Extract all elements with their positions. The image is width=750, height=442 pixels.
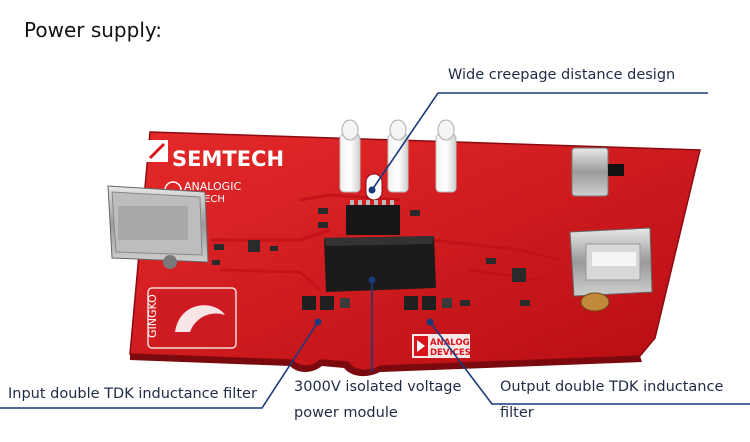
output-coil [580,292,610,312]
analog-devices-logo: ANALOG DEVICES [412,334,471,358]
output-inductors [404,296,452,310]
section-title: Power supply: [24,18,162,42]
power-module-label-line2: power module [294,405,398,421]
creepage-callout-line [371,92,708,191]
led-columns [339,119,457,193]
gingko-logo: GINGKO [146,287,237,349]
svg-text:GINGKO: GINGKO [146,294,159,338]
svg-text:ANALOG: ANALOG [430,338,470,348]
power-module [324,236,436,292]
semtech-logo: SEMTECH [146,140,284,171]
svg-text:TECH: TECH [197,194,225,205]
output-callout-line [429,321,750,405]
output-filter-label-line1: Output double TDK inductance [500,379,724,395]
slide-switch [571,147,624,197]
input-filter-label: Input double TDK inductance filter [8,386,257,402]
input-inductors [302,296,350,310]
power-module-label-line1: 3000V isolated voltage [294,379,462,395]
soic-chip [346,200,400,235]
usb-b-connector [107,185,209,269]
output-filter-label-line2: filter [500,405,534,421]
svg-text:DEVICES: DEVICES [430,348,471,358]
input-callout-line [0,321,319,409]
semtech-text: SEMTECH [172,147,284,171]
creepage-label: Wide creepage distance design [448,67,676,83]
callout-lines [0,92,750,409]
svg-text:ANALOGIC: ANALOGIC [184,180,241,193]
usb-a-connector [569,227,653,297]
